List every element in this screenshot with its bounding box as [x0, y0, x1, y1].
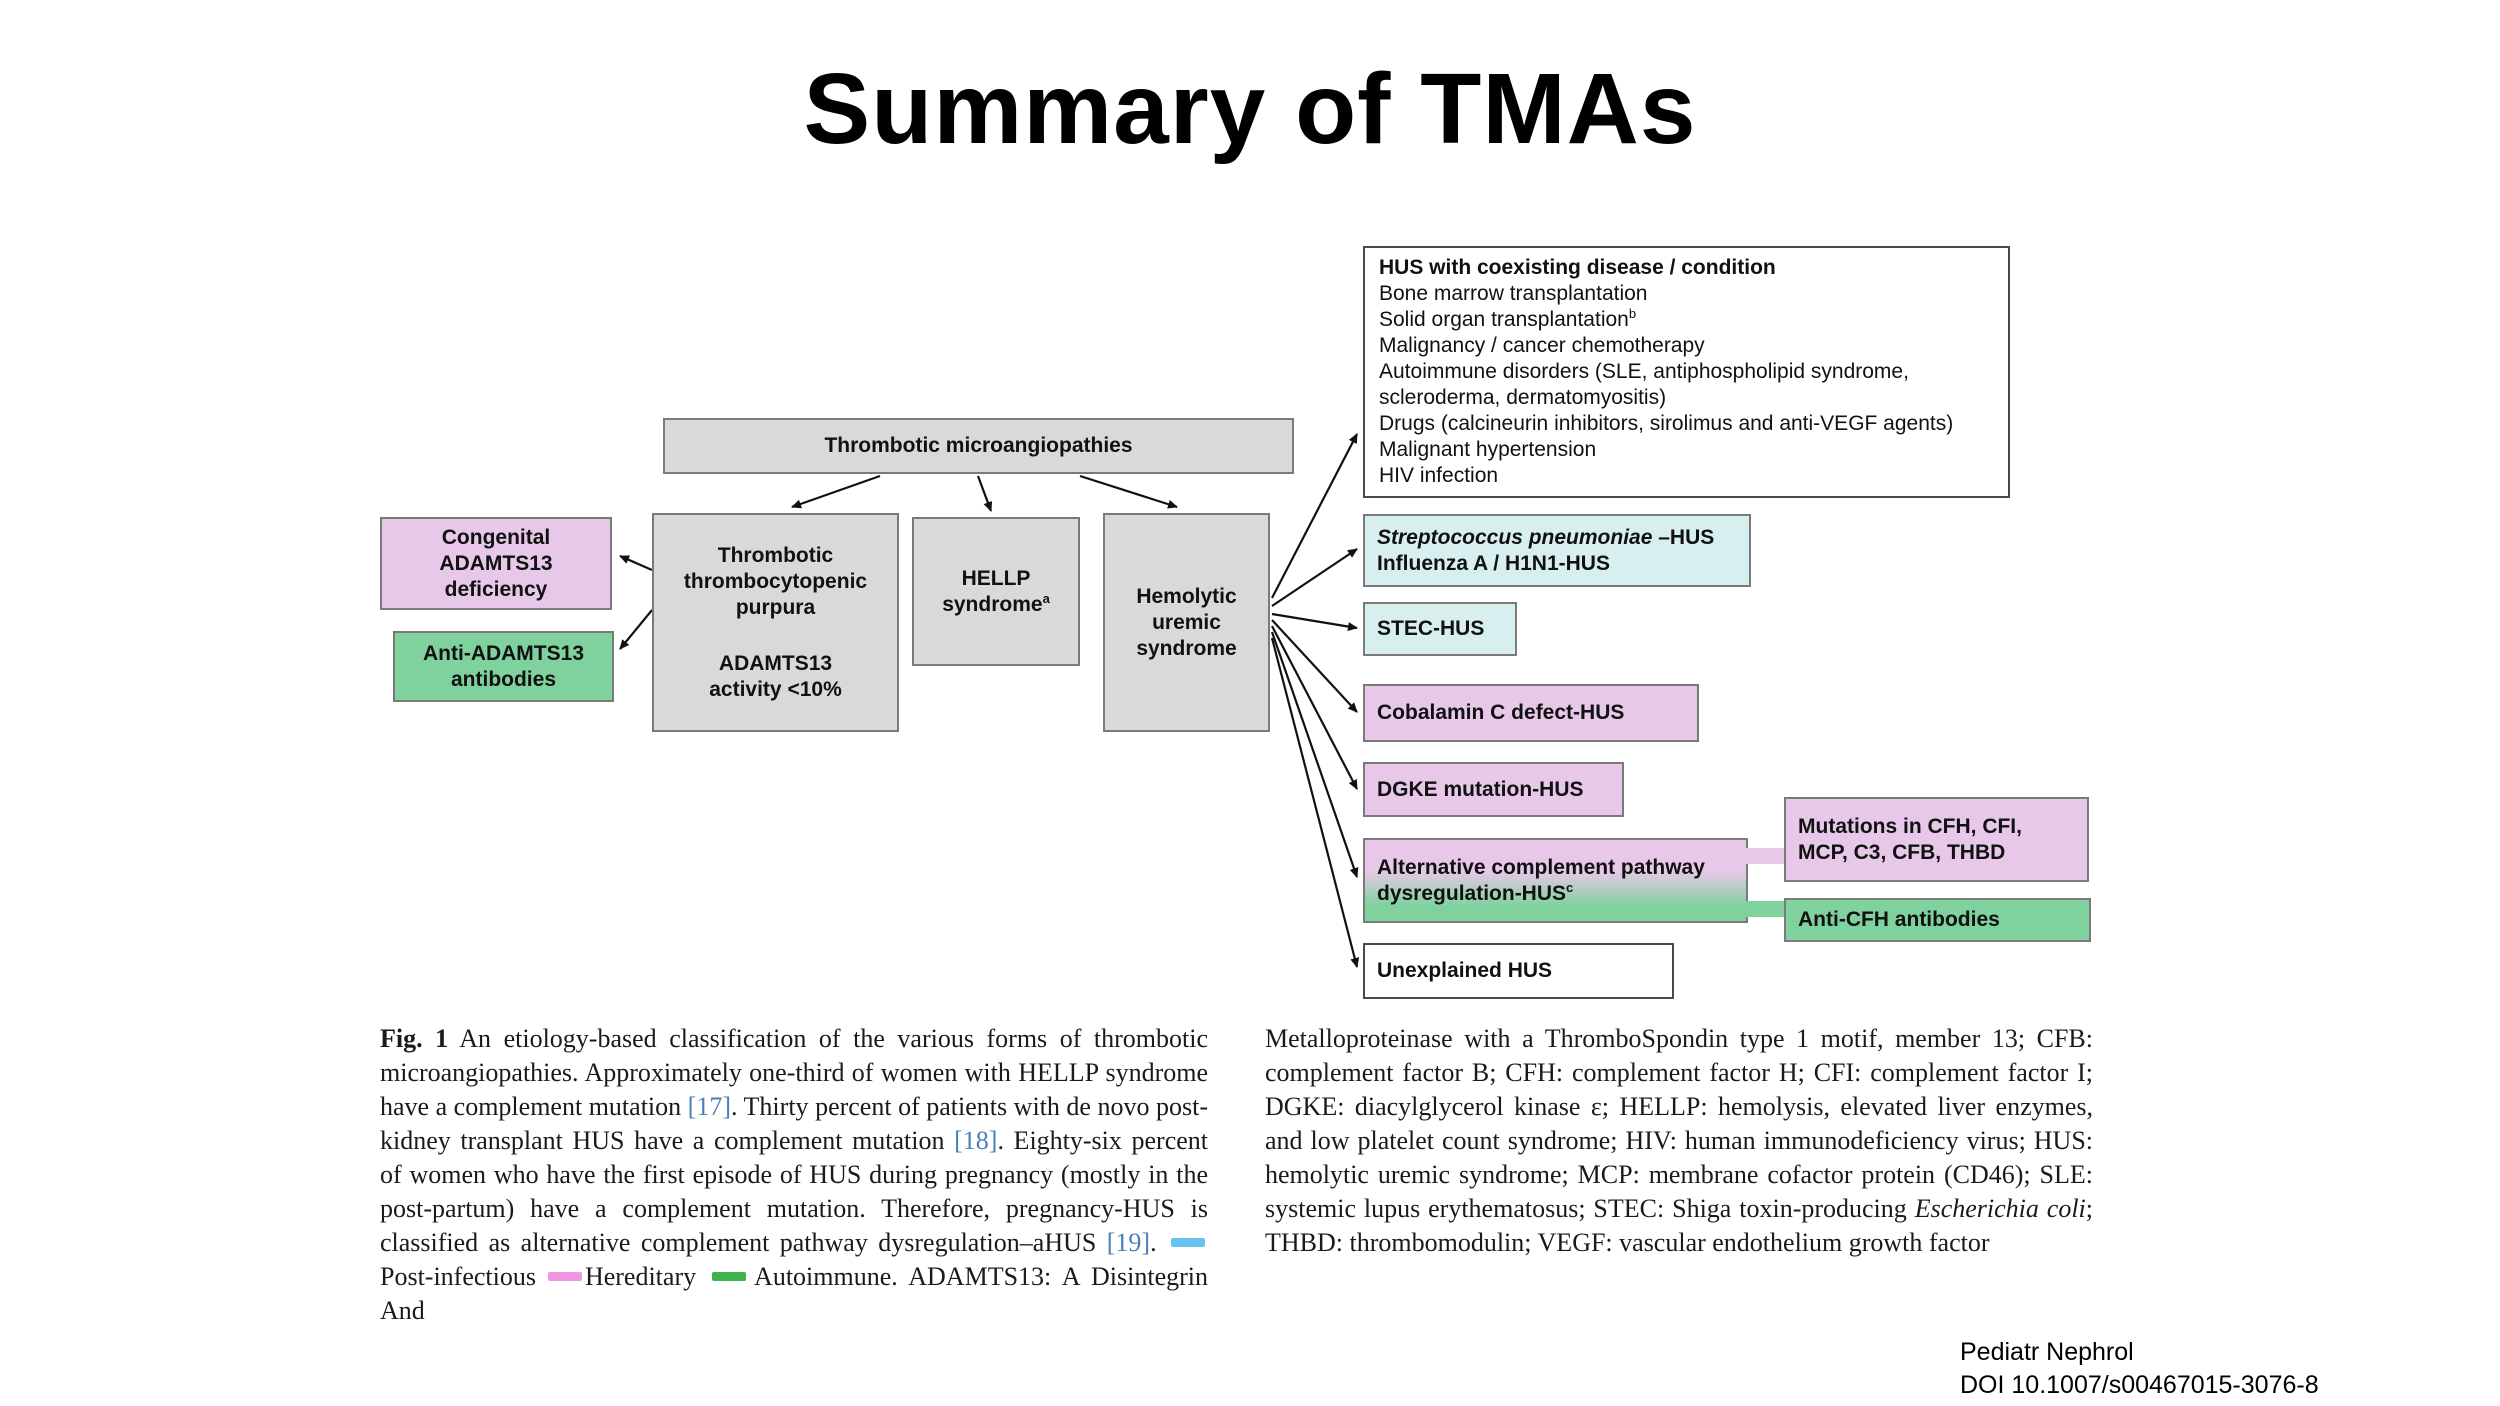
label-line: Unexplained HUS [1377, 959, 1553, 982]
arrow-ttp-congenital [619, 554, 653, 572]
coexisting-item: Bone marrow transplantation [1379, 282, 1648, 305]
label-line: Alternative complement pathway [1377, 855, 1705, 879]
source-reference: Pediatr Nephrol DOI 10.1007/s00467015-30… [1960, 1336, 2319, 1402]
box-stec-hus: STEC-HUS [1363, 602, 1517, 656]
label-line: antibodies [450, 667, 556, 691]
label-line: Influenza A / H1N1-HUS [1377, 551, 1610, 575]
caption-text: Metalloproteinase with a ThromboSpondin … [1265, 1024, 2093, 1223]
arrow-hus-dgke [1271, 625, 1358, 790]
footnote-marker: b [1628, 306, 1637, 321]
legend-label-autoimmune: Autoimmune. [754, 1262, 898, 1291]
box-cobalamin-c-defect-hus: Cobalamin C defect-HUS [1363, 684, 1699, 742]
label-line: ADAMTS13 [439, 551, 553, 575]
box-congenital-adamts13-deficiency: Congenital ADAMTS13 deficiency [380, 517, 612, 610]
label-line: deficiency [444, 577, 548, 601]
box-anti-adamts13-antibodies: Anti-ADAMTS13 antibodies [393, 631, 614, 702]
label-line: Congenital [441, 525, 551, 549]
legend-swatch-autoimmune [712, 1272, 747, 1282]
legend-swatch-hereditary [547, 1272, 582, 1282]
label-line: HELLP [961, 566, 1031, 590]
coexisting-item: HIV infection [1379, 464, 1499, 487]
label-text: –HUS [1652, 525, 1715, 549]
label-line: Hemolytic [1136, 584, 1237, 608]
coexisting-item: Malignancy / cancer chemotherapy [1379, 334, 1705, 357]
coexisting-item: Autoimmune disorders (SLE, antiphospholi… [1379, 360, 1909, 383]
legend-label-post-infectious: Post-infectious [380, 1262, 536, 1291]
label-line: Cobalamin C defect-HUS [1377, 701, 1625, 724]
box-hus-coexisting-conditions: HUS with coexisting disease / condition … [1363, 246, 2010, 498]
footnote-marker: c [1566, 879, 1574, 895]
box-alternative-complement-dysregulation-hus: Alternative complement pathway dysregula… [1363, 838, 1748, 923]
label-line: STEC-HUS [1377, 617, 1485, 640]
caption-text: . Eighty-six percent of women who have t… [380, 1126, 1208, 1257]
legend-swatch-post-infectious [1171, 1238, 1205, 1248]
label-text: Solid organ transplantation [1379, 308, 1629, 331]
citation-19: [19] [1106, 1228, 1151, 1257]
coexisting-item: Malignant hypertension [1379, 438, 1597, 461]
label-line: DGKE mutation-HUS [1377, 777, 1584, 801]
figure-caption-left: Fig. 1 An etiology-based classification … [380, 1022, 1208, 1328]
label-line: syndromea [942, 592, 1050, 618]
journal-name: Pediatr Nephrol [1960, 1338, 2134, 1366]
arrow-root-ttp [791, 474, 881, 509]
footnote-marker: a [1042, 590, 1050, 606]
label-line: syndrome [1136, 636, 1237, 660]
doi: DOI 10.1007/s00467015-3076-8 [1960, 1371, 2319, 1399]
label-text: dysregulation-HUS [1377, 881, 1567, 905]
label-line: Streptococcus pneumoniae –HUS [1377, 525, 1714, 551]
label-line: uremic [1152, 610, 1221, 634]
figure-caption-right: Metalloproteinase with a ThromboSpondin … [1265, 1022, 2093, 1260]
label-line: MCP, C3, CFB, THBD [1798, 840, 2006, 864]
caption-text: An etiology-based classification of the … [380, 1024, 1209, 1121]
coexisting-header: HUS with coexisting disease / condition [1379, 256, 1776, 279]
connector-pink [1746, 848, 1786, 864]
label-line: Mutations in CFH, CFI, [1798, 814, 2022, 838]
fig-number: Fig. 1 [380, 1024, 449, 1053]
caption-text: ADAMTS13: A Disintegrin And [380, 1262, 1209, 1325]
box-strep-pneumoniae-hus: Streptococcus pneumoniae –HUS Influenza … [1363, 514, 1751, 587]
label-line: Thrombotic microangiopathies [824, 434, 1133, 457]
label-text: syndrome [942, 592, 1043, 616]
label-line: Anti-CFH antibodies [1798, 908, 2000, 931]
citation-18: [18] [954, 1126, 998, 1155]
caption-text: . [1150, 1228, 1167, 1257]
coexisting-item: Drugs (calcineurin inhibitors, sirolimus… [1379, 412, 1954, 435]
box-anti-cfh-antibodies: Anti-CFH antibodies [1784, 898, 2091, 942]
label-line: Thrombotic [717, 543, 834, 567]
box-complement-mutations: Mutations in CFH, CFI, MCP, C3, CFB, THB… [1784, 797, 2089, 882]
legend-label-hereditary: Hereditary [584, 1262, 697, 1291]
arrow-root-hus [1079, 474, 1178, 509]
arrow-hus-stec [1271, 612, 1358, 631]
caption-text: . Thirty percent of patients with de nov… [380, 1092, 1208, 1155]
label-line: ADAMTS13 [718, 651, 833, 675]
box-dgke-mutation-hus: DGKE mutation-HUS [1363, 762, 1624, 817]
arrow-hus-unexplained [1270, 637, 1360, 968]
label-line: Anti-ADAMTS13 [423, 641, 584, 665]
citation-17: [17] [687, 1092, 731, 1121]
arrow-hus-cobalamin [1271, 619, 1358, 713]
box-thrombotic-microangiopathies: Thrombotic microangiopathies [663, 418, 1294, 474]
caption-text: ; THBD: thrombomodulin; VEGF: vascular e… [1265, 1194, 2093, 1257]
box-hemolytic-uremic-syndrome: Hemolytic uremic syndrome [1103, 513, 1270, 732]
box-unexplained-hus: Unexplained HUS [1363, 943, 1674, 999]
connector-green [1746, 901, 1786, 917]
species-name: Escherichia coli [1914, 1194, 2086, 1223]
species-name: Streptococcus pneumoniae [1377, 525, 1653, 549]
label-line: dysregulation-HUSc [1377, 881, 1573, 907]
coexisting-item: Solid organ transplantationb [1379, 307, 1636, 333]
box-ttp: Thrombotic thrombocytopenic purpura ADAM… [652, 513, 899, 732]
slide-title: Summary of TMAs [803, 53, 1697, 165]
arrow-hus-altcomp [1270, 631, 1359, 878]
label-line: purpura [735, 595, 816, 619]
box-hellp-syndrome: HELLP syndromea [912, 517, 1080, 666]
arrow-ttp-anti-adamts13 [619, 609, 653, 650]
label-line: activity <10% [709, 677, 842, 701]
coexisting-item: scleroderma, dermatomyositis) [1379, 386, 1667, 409]
arrow-hus-strep [1271, 548, 1358, 607]
label-line: thrombocytopenic [683, 569, 868, 593]
arrow-root-hellp [976, 475, 993, 512]
